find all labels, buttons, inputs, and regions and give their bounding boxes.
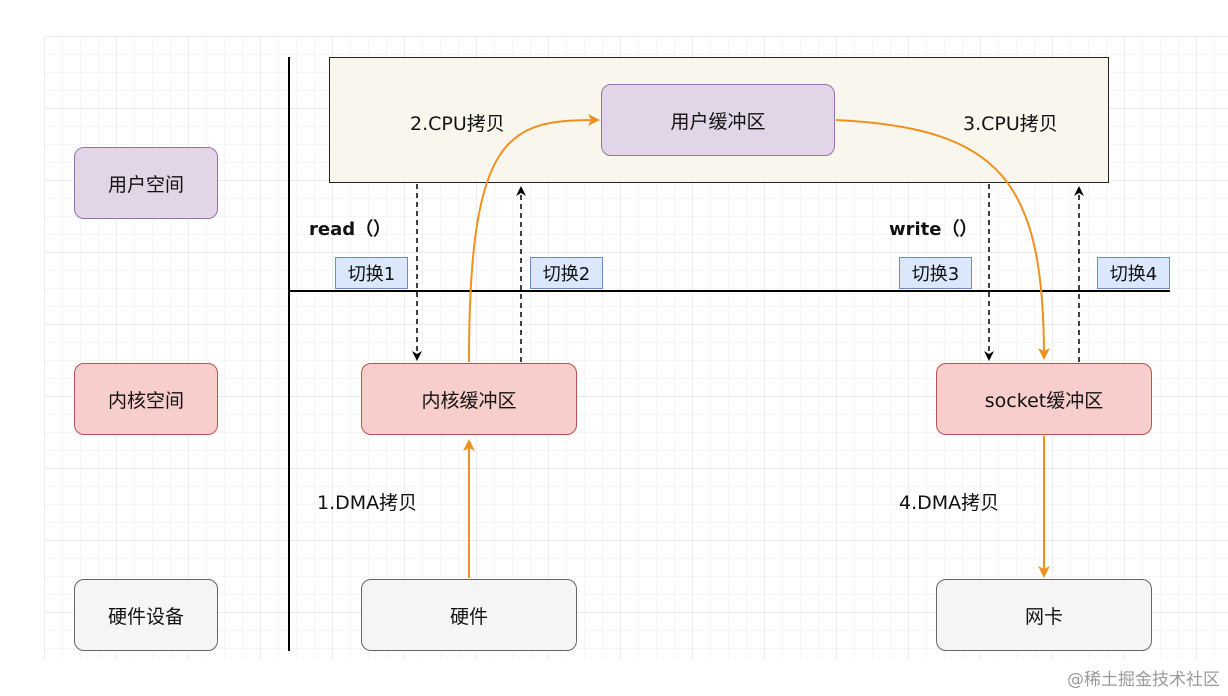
hardware-box: 硬件 bbox=[361, 579, 577, 651]
socket-buffer-box: socket缓冲区 bbox=[936, 363, 1152, 435]
nic-box: 网卡 bbox=[936, 579, 1152, 651]
dma-copy-1-label: 1.DMA拷贝 bbox=[317, 492, 418, 514]
user-buffer-box: 用户缓冲区 bbox=[601, 84, 835, 156]
switch-1-tag: 切换1 bbox=[335, 257, 408, 289]
cpu-copy-3-label: 3.CPU拷贝 bbox=[963, 113, 1058, 135]
dma-copy-4-label: 4.DMA拷贝 bbox=[899, 492, 1000, 514]
write-call-label: write（） bbox=[889, 219, 978, 240]
cpu-copy-3-arrow bbox=[835, 119, 1050, 360]
switch-4-tag: 切换4 bbox=[1097, 257, 1170, 289]
cpu-copy-2-label: 2.CPU拷贝 bbox=[410, 113, 505, 135]
cpu-copy-2-arrow bbox=[468, 114, 600, 363]
switch-3-tag: 切换3 bbox=[899, 257, 972, 289]
switch-2-tag: 切换2 bbox=[530, 257, 603, 289]
hardware-device-label: 硬件设备 bbox=[74, 579, 218, 651]
read-call-label: read（） bbox=[309, 219, 392, 240]
user-space-label: 用户空间 bbox=[74, 147, 218, 219]
watermark: @稀土掘金技术社区 bbox=[1067, 670, 1220, 690]
kernel-space-label: 内核空间 bbox=[74, 363, 218, 435]
kernel-buffer-box: 内核缓冲区 bbox=[361, 363, 577, 435]
